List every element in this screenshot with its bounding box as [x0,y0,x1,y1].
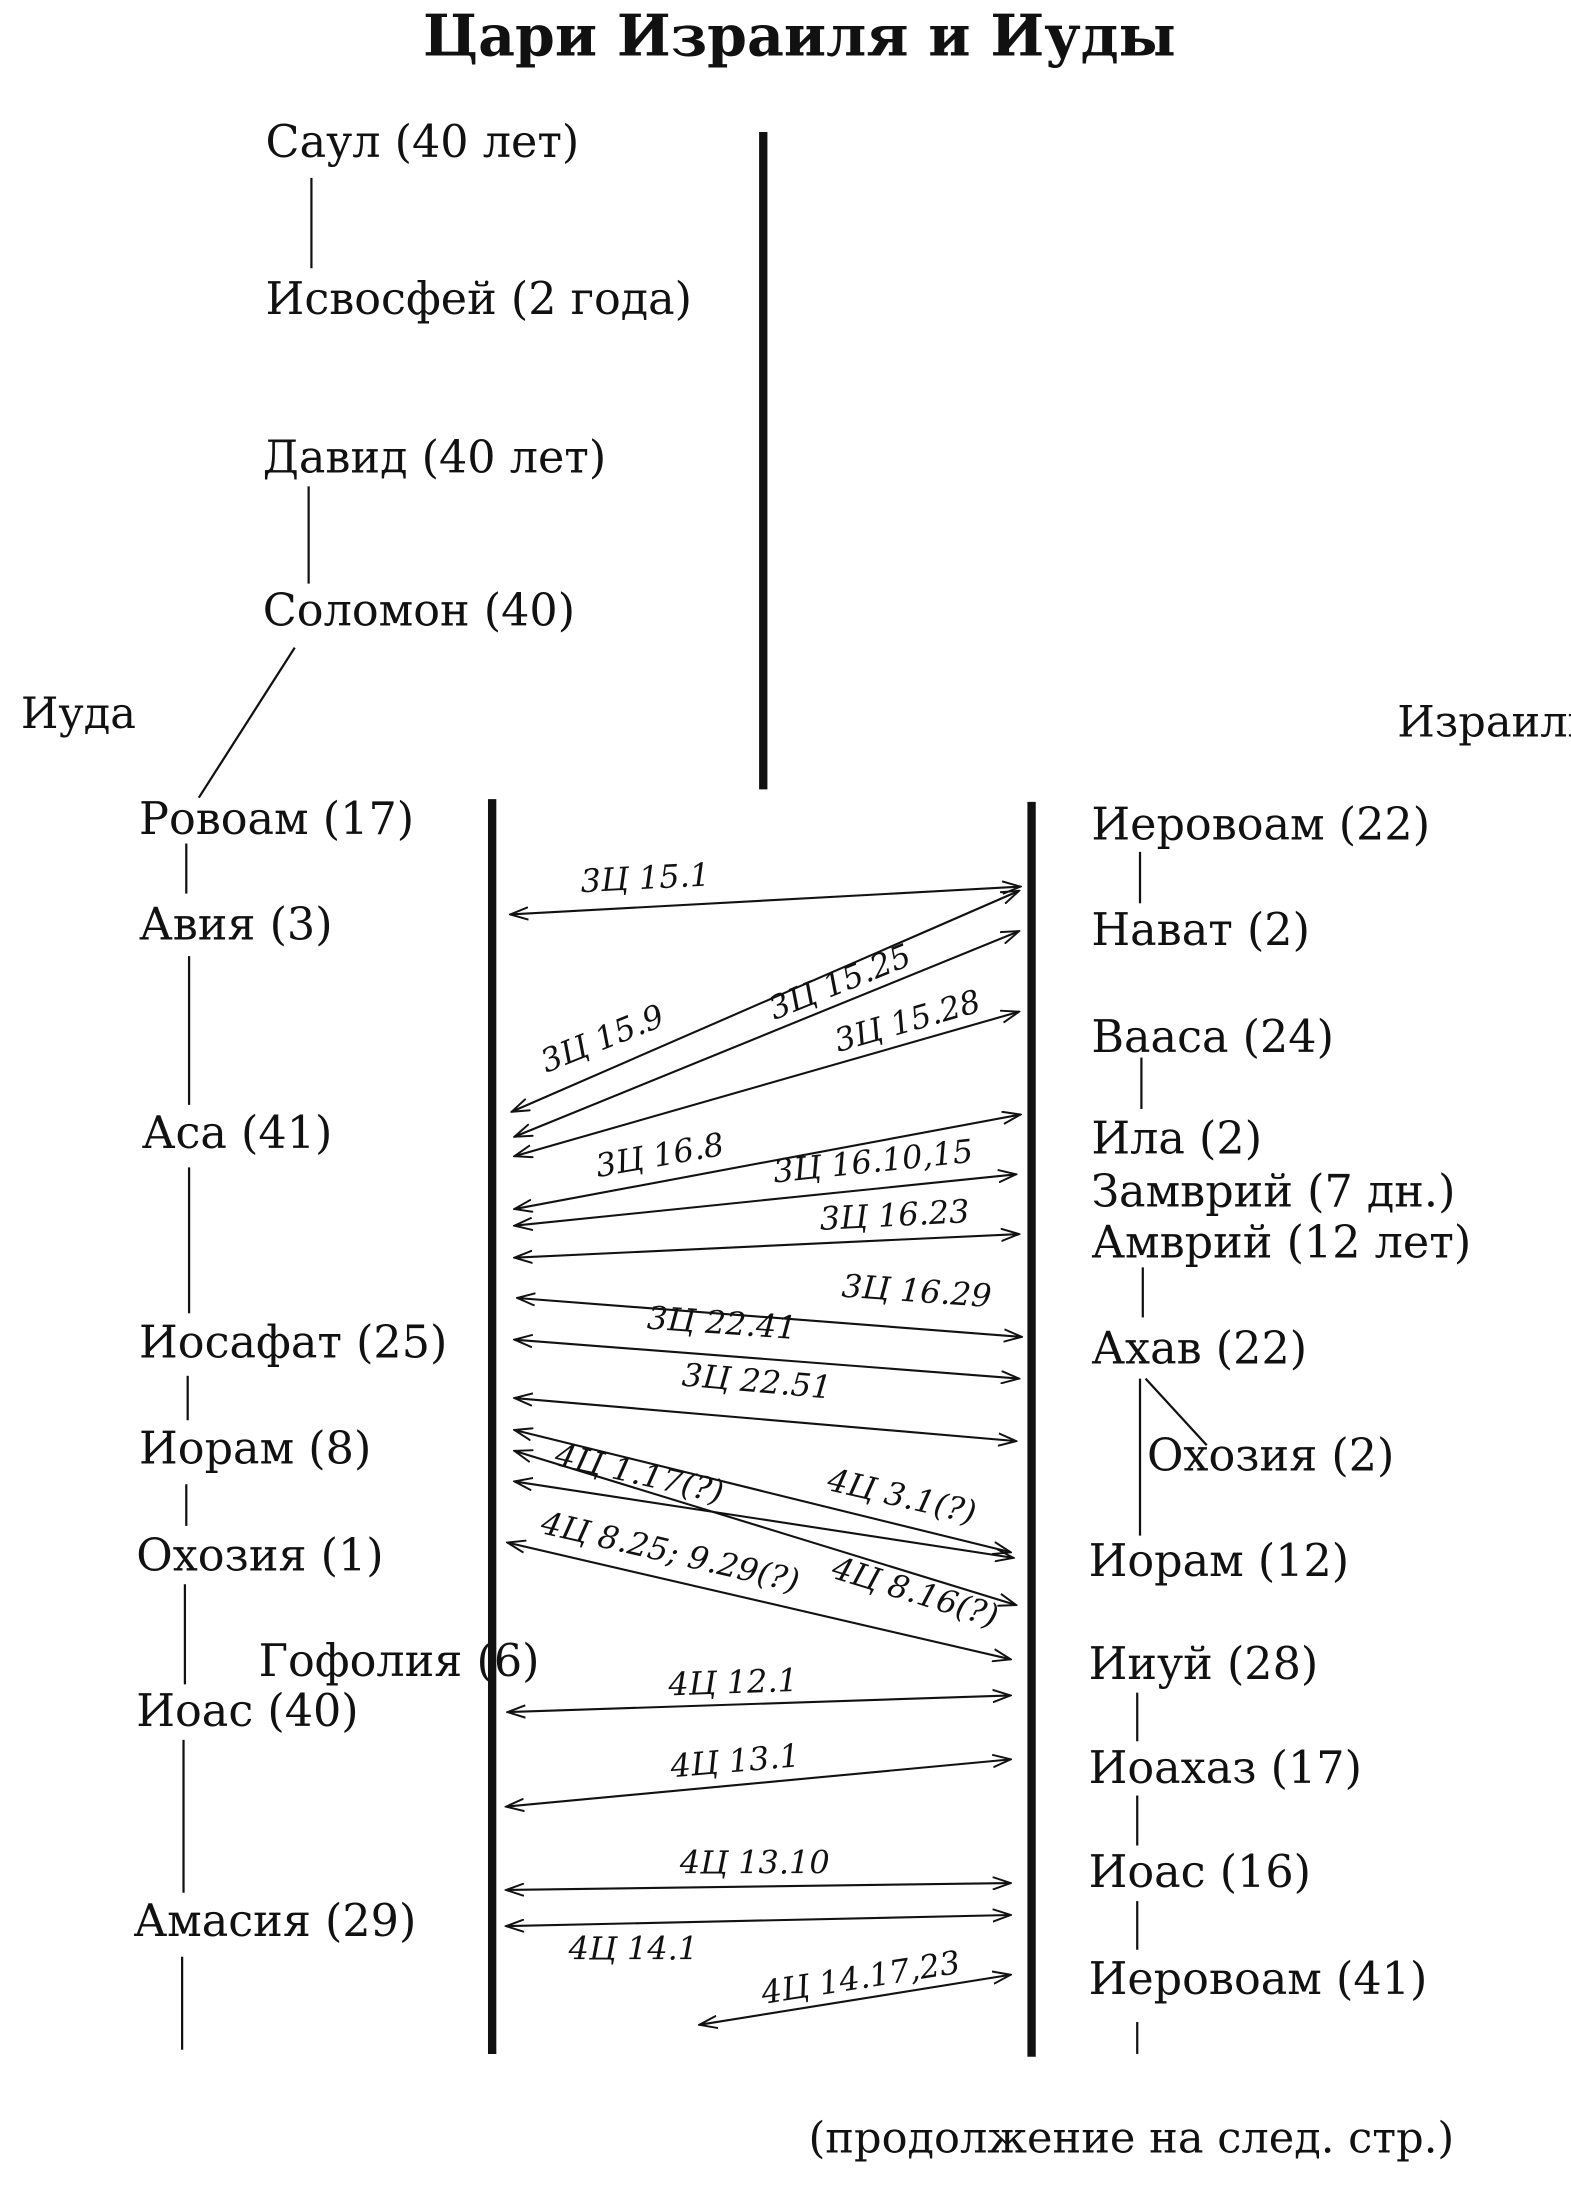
judah-king: Авия (3) [139,899,333,950]
israel-king: Иеровоам (41) [1089,1954,1428,2005]
ref-label: 3Ц 16.29 [841,1267,993,1315]
ref-label: 3Ц 22.41 [646,1299,798,1347]
united-connectors [197,177,313,799]
israel-king: Нават (2) [1091,905,1310,956]
judah-label: Иуда [21,689,136,739]
judah-king: Иоас (40) [136,1686,358,1737]
israel-king: Иоас (16) [1089,1847,1311,1898]
israel-connectors [1136,851,1208,2054]
ref-label: 3Ц 15.1 [580,855,711,900]
judah-king: Гофолия (6) [259,1636,540,1687]
ref-label: 4Ц 14.17,23 [758,1943,963,2012]
israel-king: Вааса (24) [1091,1012,1334,1063]
ref-label: 3Ц 16.23 [819,1192,971,1238]
israel-king: Иорам (12) [1089,1536,1350,1587]
judah-king: Иорам (8) [139,1423,371,1474]
israel-king: Ахав (22) [1091,1323,1307,1374]
ref-label: 3Ц 15.9 [535,997,669,1081]
judah-king: Ровоам (17) [139,794,414,845]
judah-connectors [181,843,191,2050]
judah-king: Амасия (29) [133,1896,416,1947]
king-ishbosheth: Исвосфей (2 года) [266,274,692,325]
israel-king: Иеровоам (22) [1091,799,1430,850]
continuation-note: (продолжение на след. стр.) [808,2114,1454,2164]
judah-king: Аса (41) [142,1108,333,1159]
israel-king: Амврий (12 лет) [1091,1218,1471,1269]
israel-king: Ииуй (28) [1089,1639,1319,1690]
synchronism-arrows [506,887,1022,2025]
diagram-title: Цари Израиля и Иуды [423,3,1176,70]
ref-label: 3Ц 16.8 [593,1125,727,1185]
king-saul: Саул (40 лет) [266,117,580,168]
judah-king: Охозия (1) [136,1530,383,1581]
israel-king: Охозия (2) [1147,1430,1394,1481]
israel-king: Замврий (7 дн.) [1091,1166,1455,1217]
israel-king: Ила (2) [1091,1113,1262,1164]
ref-label: 4Ц 8.25; 9.29(?) [537,1503,803,1600]
ref-label: 4Ц 3.1(?) [823,1460,980,1531]
ref-label: 4Ц 12.1 [667,1661,799,1704]
ref-label: 4Ц 13.10 [679,1843,830,1881]
ref-label: 4Ц 14.1 [568,1929,699,1967]
king-david: Давид (40 лет) [263,433,607,484]
king-solomon: Соломон (40) [263,585,575,636]
judah-king: Иосафат (25) [139,1318,447,1369]
ref-label: 4Ц 13.1 [668,1736,801,1785]
israel-king: Иоахаз (17) [1089,1743,1362,1794]
israel-label: Израиль [1397,698,1571,748]
